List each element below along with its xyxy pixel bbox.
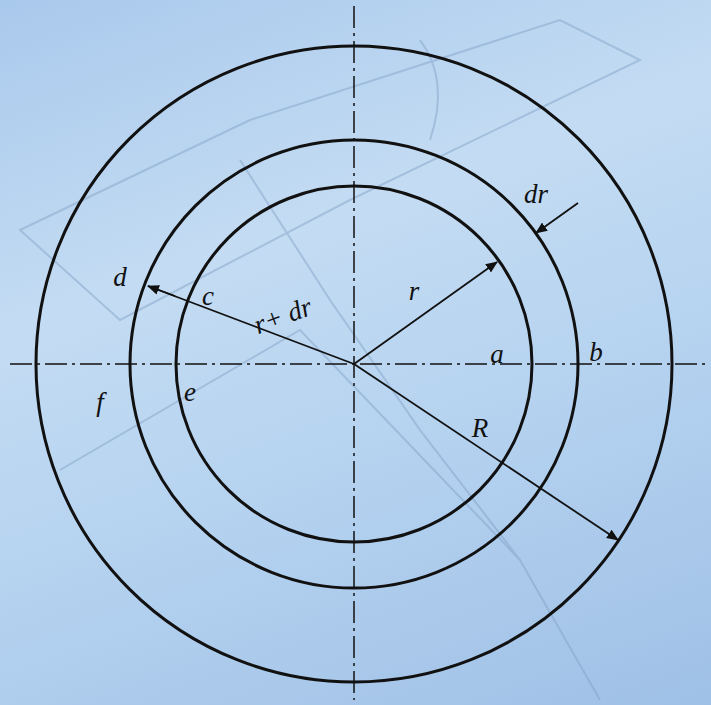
point-label: d [113,264,127,291]
concentric-circles [36,46,672,682]
radius-label: r [409,278,420,305]
radius-label: r+ dr [250,293,315,339]
watermark [20,20,640,700]
center-axes [10,6,705,700]
radius-label: R [472,415,489,442]
point-label: b [589,339,603,366]
radius-arrows [148,203,618,540]
point-label: f [96,389,104,416]
point-label: c [202,283,214,310]
width-label: dr [524,181,548,208]
point-label: e [184,379,196,406]
point-label: a [490,341,504,368]
